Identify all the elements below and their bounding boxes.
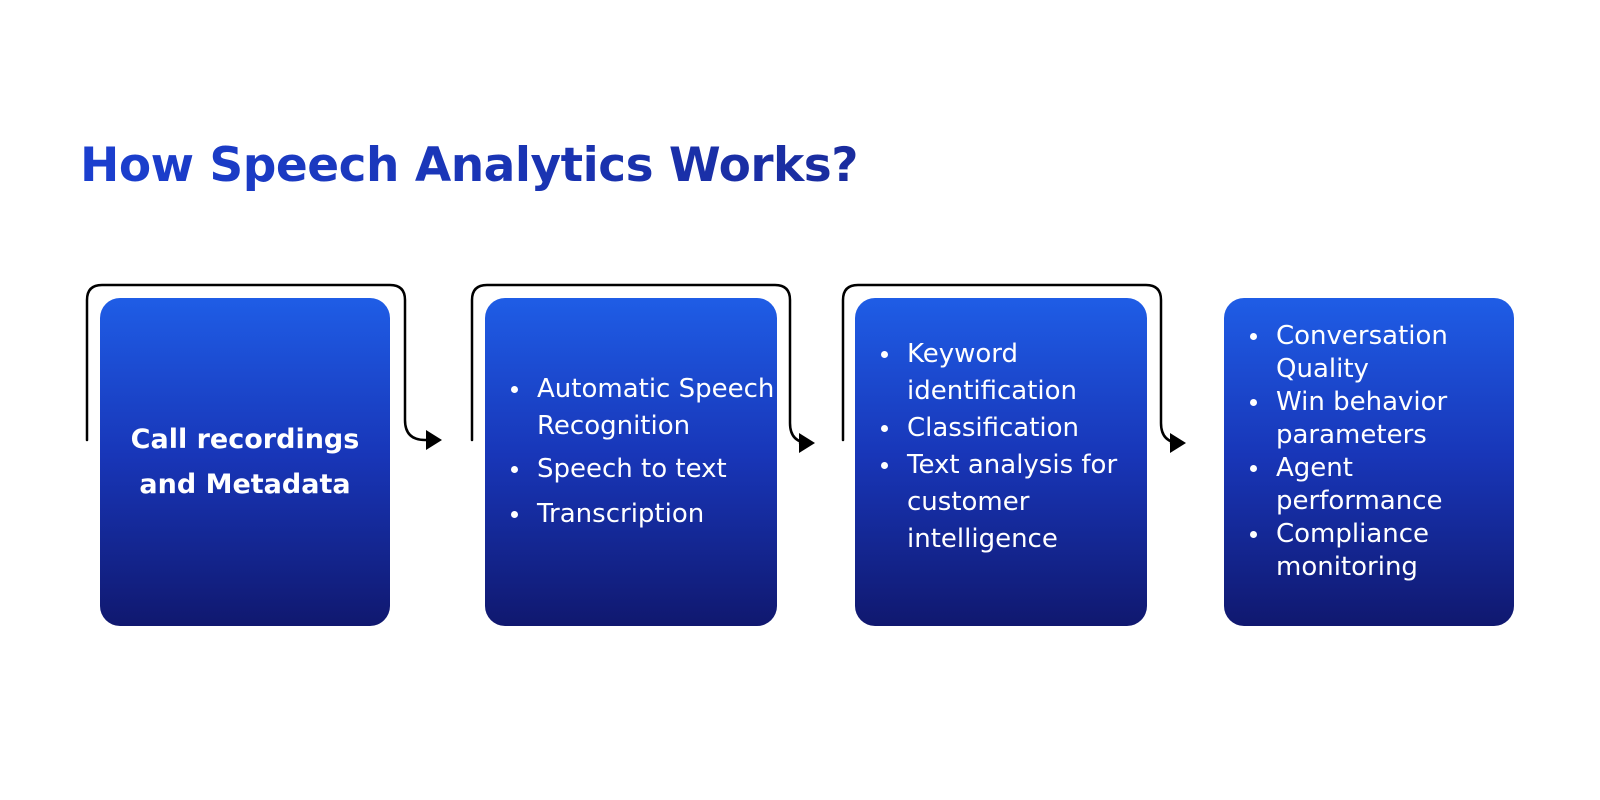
- list-item: Compliance monitoring: [1250, 518, 1514, 584]
- connector-3: [841, 283, 1183, 445]
- list-item: Keyword identification: [881, 336, 1147, 410]
- step-2-list: Automatic Speech Recognition Speech to t…: [485, 371, 777, 533]
- step-card-1: Call recordings and Metadata: [100, 298, 390, 626]
- step-card-3: Keyword identification Classification Te…: [855, 298, 1147, 626]
- list-item: Agent performance: [1250, 452, 1514, 518]
- list-item: Automatic Speech Recognition: [511, 371, 777, 445]
- arrow-head-3: [1170, 433, 1186, 453]
- list-item: Win behavior parameters: [1250, 386, 1514, 452]
- list-item: Conversation Quality: [1250, 320, 1514, 386]
- step-4-list: Conversation Quality Win behavior parame…: [1224, 320, 1514, 584]
- list-item: Transcription: [511, 496, 777, 533]
- arrow-head-1: [426, 430, 442, 450]
- arrow-head-2: [799, 433, 815, 453]
- list-item: Classification: [881, 410, 1147, 447]
- connector-1: [85, 283, 430, 442]
- list-item: Text analysis for customer intelligence: [881, 447, 1147, 558]
- step-card-4: Conversation Quality Win behavior parame…: [1224, 298, 1514, 626]
- diagram-title: How Speech Analytics Works?: [80, 138, 859, 193]
- list-item: Speech to text: [511, 451, 777, 488]
- step-1-heading: Call recordings and Metadata: [130, 424, 360, 500]
- connector-2: [470, 283, 812, 445]
- step-card-2: Automatic Speech Recognition Speech to t…: [485, 298, 777, 626]
- step-3-list: Keyword identification Classification Te…: [855, 336, 1147, 558]
